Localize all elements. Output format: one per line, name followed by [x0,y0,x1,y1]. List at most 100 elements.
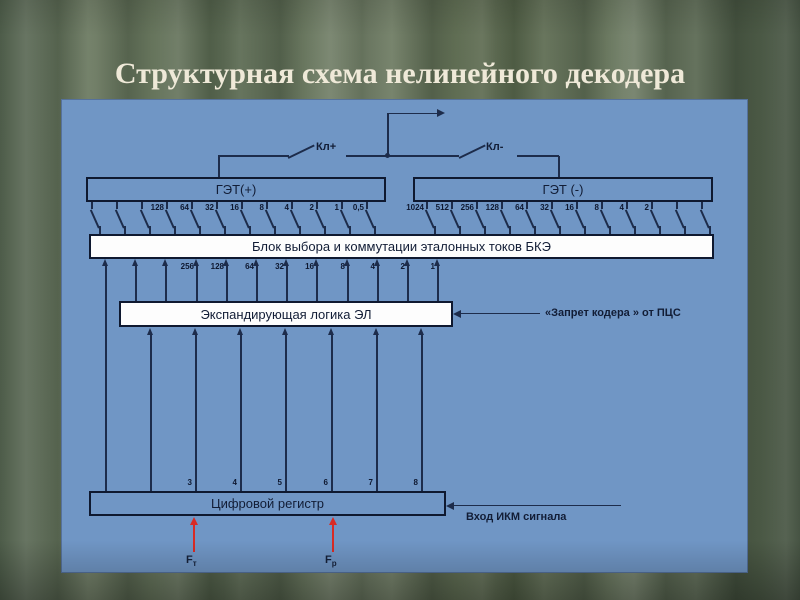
register-to-expander-line [376,335,378,491]
switch-stub [451,202,453,209]
clock-arrowhead-icon [329,517,337,525]
switch-stub [116,202,118,209]
expander-to-bke-line [286,266,288,301]
weight-label-plus: 16 [230,203,239,212]
bit-number-label: 5 [277,478,282,487]
switch-stub [141,202,143,209]
weight-label-minus: 32 [540,203,549,212]
switch-stub [526,202,528,209]
switch-stub [509,226,511,234]
register-to-expander-line [331,335,333,491]
switch-stub [626,202,628,209]
expander-input-arrowhead-icon [192,328,198,335]
output-arrowhead-icon [437,108,445,117]
bus-segment [517,155,559,157]
weight-label-minus: 16 [565,203,574,212]
weight-label-minus: 128 [485,203,499,212]
bke-line-weight-label: 8 [340,262,345,271]
switch-stub [366,202,368,209]
switch-stub [174,226,176,234]
switch-blade-minus [458,144,486,159]
weight-label-plus: 4 [284,203,289,212]
register-bypass-line [105,266,107,491]
expander-to-bke-line [316,266,318,301]
weight-label-plus: 1 [334,203,339,212]
register-to-expander-line [150,335,152,491]
bke-line-arrowhead-icon [374,259,380,266]
bit-number-label: 6 [323,478,328,487]
switch-stub [501,202,503,209]
switch-stub [149,226,151,234]
bke-line-arrowhead-icon [434,259,440,266]
switch-stub [224,226,226,234]
bke-label: Блок выбора и коммутации эталонных токов… [252,239,551,254]
bke-line-arrowhead-icon [193,259,199,266]
bus-segment [346,155,459,157]
bit-number-label: 4 [232,478,237,487]
weight-label-minus: 256 [460,203,474,212]
weight-label-plus: 0,5 [352,203,364,212]
weight-label-minus: 512 [435,203,449,212]
inhibit-line [461,312,540,315]
bke-line-weight-label: 32 [275,262,284,271]
bke-line-arrowhead-icon [404,259,410,266]
switch-stub [584,226,586,234]
weight-label-plus: 2 [309,203,314,212]
switch-stub [534,226,536,234]
switch-stub [199,226,201,234]
expander-to-bke-line [135,266,137,301]
expander-to-bke-line [437,266,439,301]
switch-stub [124,226,126,234]
expander-to-bke-line [377,266,379,301]
bke-line-weight-label: 2 [400,262,405,271]
diagram-panel: Кл+ Кл- ГЭТ(+) ГЭТ (-) Блок выбора и ком… [61,99,748,573]
get-minus-box: ГЭТ (-) [413,177,713,202]
switch-stub [166,202,168,209]
switch-stub [551,202,553,209]
register-to-expander-line [240,335,242,491]
riser-minus [558,156,560,177]
get-plus-label: ГЭТ(+) [215,182,257,197]
switch-stub [684,226,686,234]
switch-stub [324,226,326,234]
bit-number-label: 8 [413,478,418,487]
clock-label: Fт [186,554,197,569]
clock-arrowhead-icon [190,517,198,525]
bus-segment [218,155,289,157]
expander-input-arrowhead-icon [237,328,243,335]
switch-stub [559,226,561,234]
slide-title: Структурная схема нелинейного декодера [114,57,686,90]
bke-line-arrowhead-icon [223,259,229,266]
switch-stub [459,226,461,234]
register-to-expander-line [195,335,197,491]
switch-stub [476,202,478,209]
weight-label-minus: 2 [644,203,649,212]
register-box: Цифровой регистр [89,491,446,516]
get-minus-label: ГЭТ (-) [542,182,584,197]
switch-stub [374,226,376,234]
clock-label: Fр [325,554,337,569]
switch-stub [651,202,653,209]
weight-label-plus: 32 [205,203,214,212]
register-to-expander-line [285,335,287,491]
bke-box: Блок выбора и коммутации эталонных токов… [89,234,714,259]
bke-line-weight-label: 1 [430,262,435,271]
bke-line-weight-label: 64 [245,262,254,271]
switch-stub [266,202,268,209]
switch-stub [99,226,101,234]
bke-line-weight-label: 4 [370,262,375,271]
weight-label-minus: 8 [594,203,599,212]
switch-stub [609,226,611,234]
inhibit-arrowhead-icon [453,309,461,318]
bke-line-arrowhead-icon [283,259,289,266]
expander-label: Экспандирующая логика ЭЛ [200,306,372,322]
register-label: Цифровой регистр [210,496,325,511]
pcm-input-line [454,504,621,507]
switch-stub [299,226,301,234]
bke-line-weight-label: 16 [305,262,314,271]
inhibit-label: «Запрет кодера » от ПЦС [545,307,681,319]
weight-label-minus: 64 [515,203,524,212]
switch-stub [241,202,243,209]
output-line [387,112,437,115]
